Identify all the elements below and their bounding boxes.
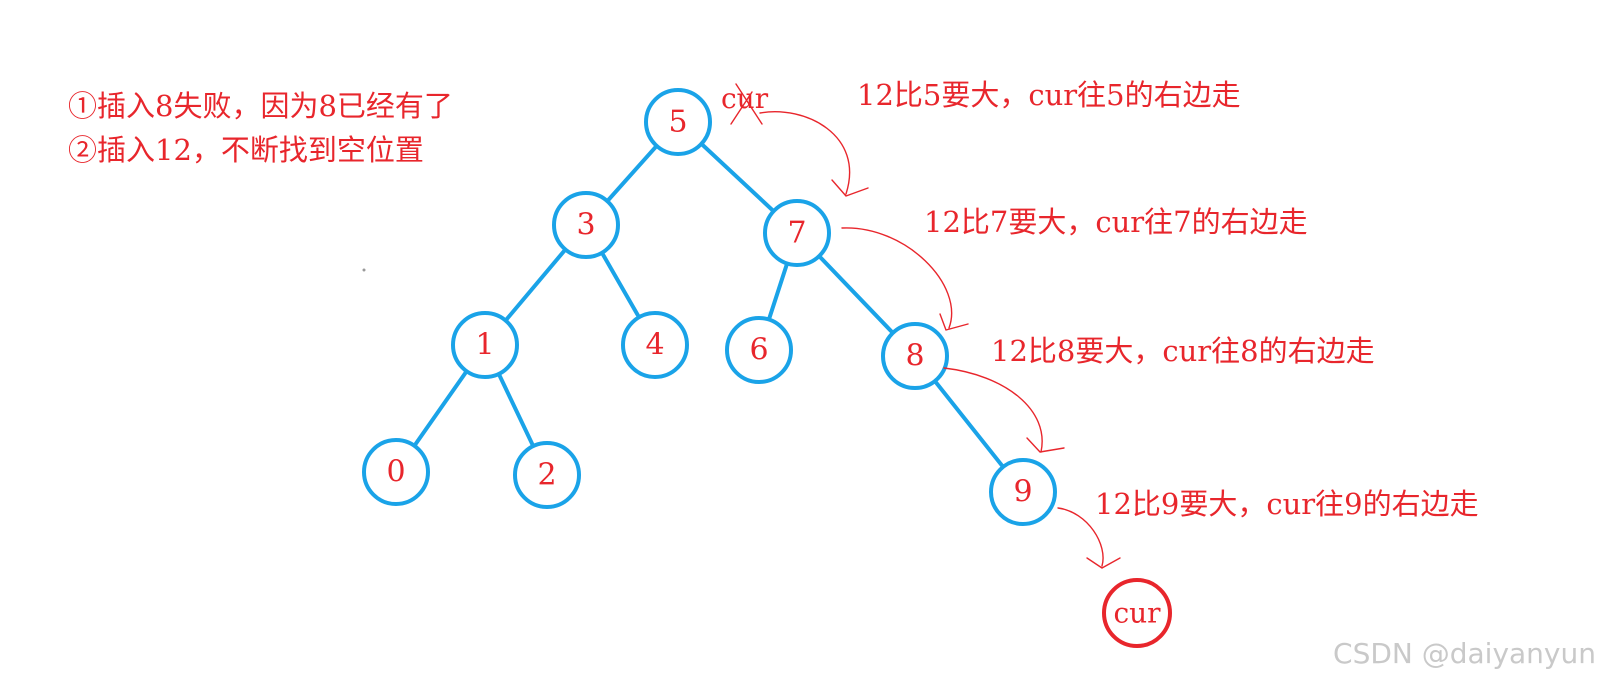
move-arrowhead-2 [939, 313, 969, 331]
move-arrowhead-4 [1086, 557, 1121, 569]
tree-node-1: 1 [451, 311, 519, 379]
tree-node-6: 6 [725, 316, 793, 384]
cursor-start: cur [721, 82, 769, 125]
tree-node-circle-4 [621, 311, 689, 379]
tree-node-circle-5 [644, 88, 712, 156]
cursor-strike-mark-2 [730, 91, 753, 125]
tree-nodes: 5 3 7 1 4 6 8 0 2 9 [362, 88, 1057, 526]
tree-node-8: 8 [881, 322, 949, 390]
step-note-3: 12比8要大，cur往8的右边走 [991, 334, 1375, 368]
tree-node-label-3: 3 [576, 208, 595, 243]
tree-node-circle-2 [513, 441, 581, 509]
tree-node-5: 5 [644, 88, 712, 156]
watermark: CSDN @daiyanyun [1333, 637, 1596, 670]
tree-node-4: 4 [621, 311, 689, 379]
tree-node-label-5: 5 [668, 105, 687, 140]
step-note-4: 12比9要大，cur往9的右边走 [1095, 487, 1479, 521]
insert-position-label: cur [1113, 597, 1161, 630]
tree-node-7: 7 [763, 199, 831, 267]
tree-node-circle-9 [989, 458, 1057, 526]
step-note-2: 12比7要大，cur往7的右边走 [924, 205, 1308, 239]
tree-edges [394, 120, 1025, 494]
note-line-1: ①插入8失败，因为8已经有了 [68, 89, 453, 123]
tree-node-label-9: 9 [1013, 475, 1032, 510]
tree-node-circle-1 [451, 311, 519, 379]
tree-node-label-8: 8 [905, 339, 924, 374]
stray-dot [362, 268, 366, 272]
tree-node-circle-3 [552, 191, 620, 259]
move-arrow-4 [1057, 507, 1104, 567]
tree-node-label-2: 2 [537, 458, 556, 493]
step-note-1: 12比5要大，cur往5的右边走 [857, 78, 1241, 112]
tree-node-circle-6 [725, 316, 793, 384]
note-line-2: ②插入12，不断找到空位置 [68, 133, 424, 167]
tree-node-2: 2 [513, 441, 581, 509]
insert-position: cur [1102, 578, 1172, 648]
tree-node-9: 9 [989, 458, 1057, 526]
tree-node-circle-8 [881, 322, 949, 390]
tree-node-label-4: 4 [645, 328, 664, 363]
tree-node-label-6: 6 [749, 333, 768, 368]
tree-node-3: 3 [552, 191, 620, 259]
insert-position-circle [1102, 578, 1172, 648]
tree-node-circle-0 [362, 438, 430, 506]
tree-node-label-0: 0 [386, 455, 405, 490]
move-arrow-3 [943, 367, 1043, 453]
cursor-strike-mark [735, 83, 763, 125]
move-arrowhead-1 [831, 179, 869, 197]
tree-node-0: 0 [362, 438, 430, 506]
tree-node-label-1: 1 [475, 328, 494, 363]
move-arrow-1 [759, 111, 851, 195]
move-arrow-2 [841, 227, 953, 329]
tree-node-circle-7 [763, 199, 831, 267]
move-arrowhead-3 [1026, 437, 1065, 453]
tree-node-label-7: 7 [787, 216, 806, 251]
